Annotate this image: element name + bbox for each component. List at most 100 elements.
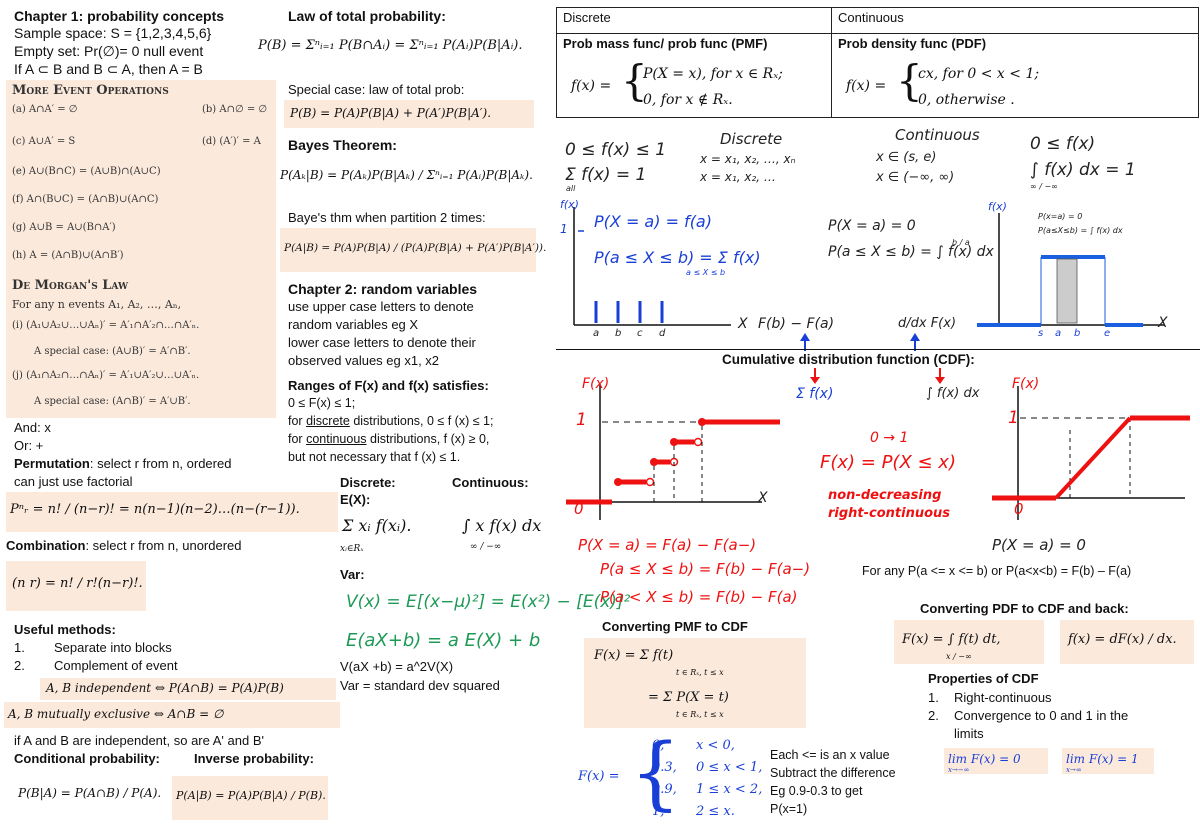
ch2-line-1: use upper case letters to denote (288, 299, 474, 314)
properties-title: Properties of CDF (928, 671, 1039, 686)
disc-range-2-sub: all (566, 184, 576, 193)
example-line-4: P(x=1) (770, 802, 808, 816)
continuous-label: Continuous: (452, 475, 529, 490)
pdf-cdf-formula-1: F(x) = ∫ f(t) dt, (894, 620, 1044, 664)
pmf-graph-one: 1 (560, 222, 568, 236)
pdf-label: Prob density func (PDF) (838, 36, 987, 51)
useful-methods-title: Useful methods: (14, 622, 116, 637)
pdf-line-2: 0, otherwise . (918, 92, 1015, 108)
combination-line: Combination: select r from n, unordered (6, 538, 242, 554)
subset-rule: If A ⊂ B and B ⊂ A, then A = B (14, 61, 203, 77)
total-probability-formula: P(B) = Σⁿᵢ₌₁ P(B∩Aᵢ) = Σⁿᵢ₌₁ P(Aᵢ)P(B|Aᵢ… (258, 38, 523, 53)
piecewise-f: F(x) = (578, 769, 620, 784)
ch2-line-2: random variables eg X (288, 317, 419, 332)
var-linear: V(aX +b) = a^2V(X) (340, 659, 454, 674)
cdf-divider (556, 349, 1200, 350)
sample-space: Sample space: S = {1,2,3,4,5,6} (14, 25, 212, 41)
discrete-continuous-table: Discrete Continuous Prob mass func/ prob… (556, 7, 1199, 118)
range-1: 0 ≤ F(x) ≤ 1; (288, 396, 356, 410)
ex-continuous-limits: ∞ / −∞ (470, 542, 502, 552)
inverse-formula: P(A|B) = P(A)P(B|A) / P(B). (172, 776, 328, 820)
pdf-line-1: cx, for 0 < x < 1; (918, 66, 1040, 82)
range-3: for continuous distributions, f (x) ≥ 0, (288, 432, 489, 448)
range-3-b: distributions, f (x) ≥ 0, (366, 432, 490, 446)
limit-one-sub: x→∞ (1066, 766, 1082, 774)
cont-range-2: ∫ f(x) dx = 1 (1030, 160, 1136, 180)
special-case-formula: P(B) = P(A)P(B|A) + P(A′)P(B|A′). (284, 100, 534, 128)
method-1: Separate into blocks (54, 640, 172, 655)
de-morgan-title: De Morgan's Law (12, 278, 129, 293)
range-4: but not necessary that f (x) ≤ 1. (288, 450, 461, 464)
cdf-cont-graph (992, 386, 1190, 520)
cdf-cont-one: 1 (1008, 408, 1019, 428)
down-arrows (810, 368, 945, 384)
pmf-tick-b: b (615, 328, 622, 339)
pdf-graph (977, 213, 1165, 327)
ch2-line-3: lower case letters to denote their (288, 335, 476, 350)
pab-continuous: P(a ≤ X ≤ b) = ∫ f(x) dx (828, 244, 994, 260)
pmf-cdf-line-2-sub: t ∈ Rₓ, t ≤ x (676, 710, 724, 719)
cdf-step-x-label: X (758, 490, 768, 506)
op-b: (b) A∩∅ = ∅ (202, 104, 268, 115)
pxa-discrete: P(X = a) = f(a) (594, 212, 712, 231)
pmf-graph (573, 207, 731, 326)
table-continuous-header: Continuous (838, 10, 904, 25)
pmf-tick-d: d (659, 328, 666, 339)
pmf-line-1: P(X = x), for x ∈ Rₓ; (643, 66, 783, 82)
deriv-label: d/dx F(x) (898, 316, 957, 331)
diff-label: F(b) − F(a) (758, 316, 835, 332)
pxa-continuous: P(X = a) = 0 (828, 218, 916, 234)
total-probability-title: Law of total probability: (288, 8, 446, 24)
de-morgan-i: (i) (A₁∪A₂∪…∪Aₙ)′ = A′₁∩A′₂∩…∩A′ₙ. (12, 320, 200, 331)
example-line-2: Subtract the difference (770, 766, 896, 780)
int-arrow-label: ∫ f(x) dx (926, 386, 980, 401)
independence-note: if A and B are independent, so are A' an… (14, 733, 264, 748)
limit-zero-sub: x→−∞ (948, 766, 970, 774)
ch1-title: Chapter 1: probability concepts (14, 8, 225, 24)
pmf-cdf-line-1: F(x) = Σ f(t) (594, 648, 674, 663)
piece-1-range: x < 0, (696, 738, 735, 753)
pdf-tick-a: a (1055, 328, 1062, 339)
pmf-cdf-line-2: = Σ P(X = t) (648, 690, 729, 705)
example-line-1: Each <= is an x value (770, 748, 890, 762)
ch2-title: Chapter 2: random variables (288, 281, 478, 297)
method-2: Complement of event (54, 658, 178, 673)
cdf-step-graph (566, 384, 780, 520)
zero-to-one: 0 → 1 (870, 430, 909, 446)
property-1: Right-continuous (954, 690, 1052, 705)
conditional-formula: P(B|A) = P(A∩B) / P(A). (18, 786, 162, 800)
piecewise-brace: { (630, 726, 681, 819)
disc-notes-line-1: x = x₁, x₂, …, xₙ (700, 152, 796, 166)
permutation-formula: Pⁿᵣ = n! / (n−r)! = n(n−1)(n−2)…(n−(r−1)… (6, 492, 338, 532)
cdf-eq-2: P(a ≤ X ≤ b) = F(b) − F(a−) (600, 560, 811, 578)
disc-notes-line-2: x = x₁, x₂, … (700, 170, 776, 184)
op-h: (h) A = (A∩B)∪(A∩B′) (12, 250, 124, 261)
pab-discrete-sub: a ≤ X ≤ b (686, 268, 726, 277)
up-arrows (800, 333, 920, 351)
cdf-step-y-label: F(x) (582, 376, 610, 392)
bayes2-formula: P(A|B) = P(A)P(B|A) / (P(A)P(B|A) + P(A′… (280, 228, 546, 272)
special-case-label: Special case: law of total prob: (288, 82, 465, 97)
pmf-cdf-box: F(x) = Σ f(t) t ∈ Rₓ, t ≤ x = Σ P(X = t)… (584, 638, 806, 728)
sum-arrow-label: Σ f(x) (796, 386, 834, 402)
pmf-label: Prob mass func/ prob func (PMF) (563, 36, 768, 51)
independence-rule: A, B independent ⇔ P(A∩B) = P(A)P(B) (40, 678, 336, 700)
cont-notes-line-2: x ∈ (−∞, ∞) (876, 170, 955, 185)
cdf-eq-4: P(X = a) = 0 (992, 536, 1086, 554)
cont-notes-line-1: x ∈ (s, e) (876, 150, 937, 165)
de-morgan-box: De Morgan's Law For any n events A₁, A₂,… (6, 276, 276, 418)
pdf-graph-y-label: f(x) (988, 200, 1007, 213)
op-c: (c) A∪A′ = S (12, 136, 76, 147)
op-e: (e) A∪(B∩C) = (A∪B)∩(A∪C) (12, 166, 161, 177)
empty-set: Empty set: Pr(∅)= 0 null event (14, 43, 204, 59)
cdf-step-one: 1 (576, 410, 587, 430)
example-line-3: Eg 0.9-0.3 to get (770, 784, 863, 798)
pdf-tick-e: e (1104, 328, 1111, 339)
ex-discrete-sub: xᵢ∈Rₓ (340, 544, 364, 554)
range-2-b: distributions, 0 ≤ f (x) ≤ 1; (349, 414, 494, 428)
variance-handwritten: V(x) = E[(x−μ)²] = E(x²) − [E(x)]² (346, 592, 631, 612)
pmf-graph-y-label: f(x) (560, 198, 579, 211)
cont-range-2-limits: ∞ / −∞ (1030, 182, 1058, 191)
piece-3-range: 1 ≤ x < 2, (696, 782, 763, 797)
ex-continuous: ∫ x f(x) dx (462, 516, 542, 535)
